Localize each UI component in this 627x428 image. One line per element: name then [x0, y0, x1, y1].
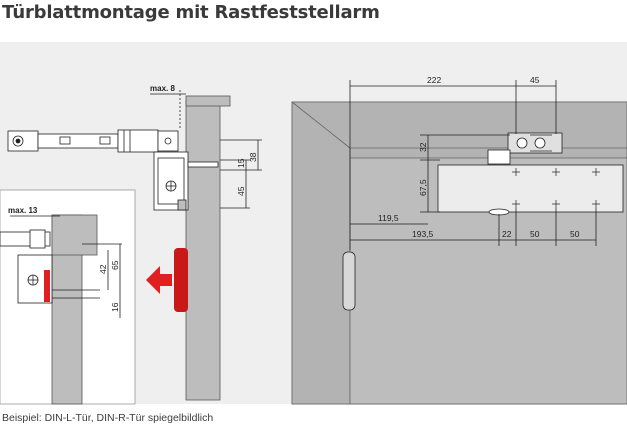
- dim-arm-45: 45: [530, 75, 540, 85]
- dim-32: 32: [418, 142, 428, 152]
- closer-body-side: [153, 151, 219, 211]
- dim-max-13: max. 13: [8, 206, 38, 215]
- caption: Beispiel: DIN-L-Tür, DIN-R-Tür spiegelbi…: [2, 412, 214, 424]
- dim-65: 65: [110, 260, 120, 270]
- closer-arm-side: [7, 129, 179, 153]
- dim-42: 42: [98, 264, 108, 274]
- side-view: [7, 90, 262, 401]
- dim-119-5: 119,5: [378, 213, 399, 223]
- dim-222: 222: [427, 75, 441, 85]
- direction-arrow-icon: [146, 266, 172, 294]
- dim-22: 22: [502, 229, 512, 239]
- page-title: Türblattmontage mit Rastfeststellarm: [2, 2, 380, 23]
- detail-view: [0, 189, 136, 405]
- dim-45: 45: [236, 186, 246, 196]
- hinge-icon: [342, 251, 356, 311]
- dim-16: 16: [110, 302, 120, 312]
- dim-15: 15: [236, 158, 246, 168]
- dim-50-b: 50: [570, 229, 580, 239]
- door-frame-top: [185, 95, 231, 107]
- dim-50-a: 50: [530, 229, 540, 239]
- door-edge-marker: [174, 248, 188, 312]
- dim-max-8: max. 8: [150, 84, 175, 93]
- dim-193-5: 193,5: [412, 229, 434, 239]
- front-view: [291, 80, 627, 405]
- detail-marker-red: [44, 270, 50, 302]
- door-leaf-side: [185, 99, 221, 401]
- dim-67-5: 67,5: [418, 179, 428, 196]
- dim-38: 38: [248, 152, 258, 162]
